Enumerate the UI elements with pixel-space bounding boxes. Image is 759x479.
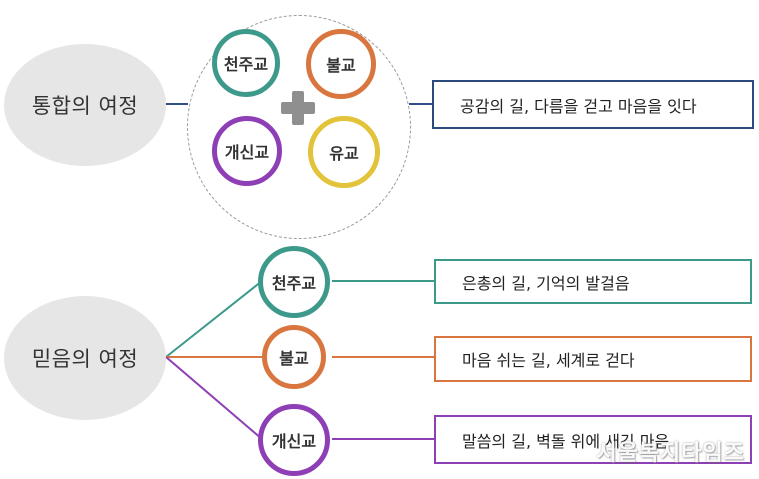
protestant-path-box: 말씀의 길, 벽돌 위에 새긴 마음 [434,415,752,464]
catholic-node: 천주교 [212,29,280,97]
integration-journey-title: 통합의 여정 [31,94,139,118]
confucian-node-label: 유교 [329,144,359,163]
faith-journey-title: 믿음의 여정 [31,347,139,371]
catholic-path-box: 은총의 길, 기억의 발걸음 [434,259,752,304]
buddhism-path-text: 마음 쉬는 길, 세계로 걷다 [462,351,635,370]
faith-buddhism-label: 불교 [279,349,309,368]
confucian-node: 유교 [308,116,380,188]
faith-journey-circle: 믿음의 여정 [4,296,166,420]
protestant-path-text: 말씀의 길, 벽돌 위에 새긴 마음 [462,431,670,451]
faith-buddhism-node: 불교 [262,325,326,389]
protestant-node-label: 개신교 [224,143,270,162]
integration-journey-circle: 통합의 여정 [4,44,166,166]
faith-branch-catholic [165,280,263,358]
integration-result-box: 공감의 길, 다름을 걷고 마음을 잇다 [432,80,754,129]
buddhism-node: 불교 [306,29,376,99]
catholic-path-text: 은총의 길, 기억의 발걸음 [462,273,630,293]
protestant-node: 개신교 [212,116,282,186]
buddhism-path-box: 마음 쉬는 길, 세계로 걷다 [434,336,752,382]
faith-catholic-node: 천주교 [258,246,330,318]
faith-catholic-label: 천주교 [271,274,317,293]
buddhism-node-label: 불교 [326,56,356,75]
faith-protestant-label: 개신교 [271,432,317,451]
integration-result-text: 공감의 길, 다름을 걷고 마음을 잇다 [460,96,697,116]
faith-protestant-node: 개신교 [258,404,330,476]
catholic-node-label: 천주교 [223,55,269,74]
plus-icon [281,91,315,125]
watermark-logo: 서울복지타임즈 [596,441,745,466]
faith-branch-protestant [165,356,263,440]
